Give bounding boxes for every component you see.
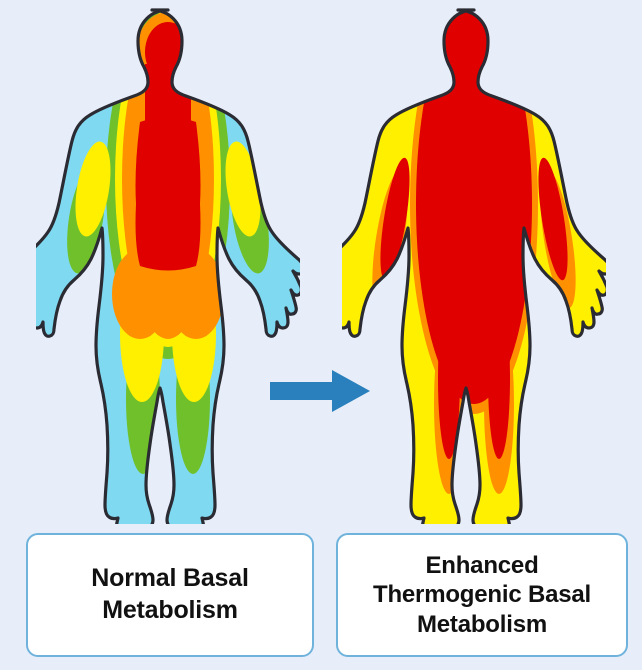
- figure-enhanced-basal-metabolism: [320, 4, 612, 534]
- figure-normal-basal-metabolism: [14, 4, 306, 534]
- thermal-body-normal-svg: [14, 8, 306, 534]
- label-normal-text: Normal Basal Metabolism: [91, 564, 249, 624]
- right-arrow-icon: [270, 370, 370, 412]
- label-card-normal[interactable]: Normal Basal Metabolism: [26, 533, 314, 657]
- labels-row: Normal Basal Metabolism Enhanced Thermog…: [0, 533, 642, 659]
- thermal-body-enhanced-svg: [320, 8, 612, 534]
- label-card-enhanced[interactable]: Enhanced Thermogenic Basal Metabolism: [336, 533, 628, 657]
- transition-arrow: [268, 368, 372, 414]
- label-enhanced-text: Enhanced Thermogenic Basal Metabolism: [372, 552, 591, 638]
